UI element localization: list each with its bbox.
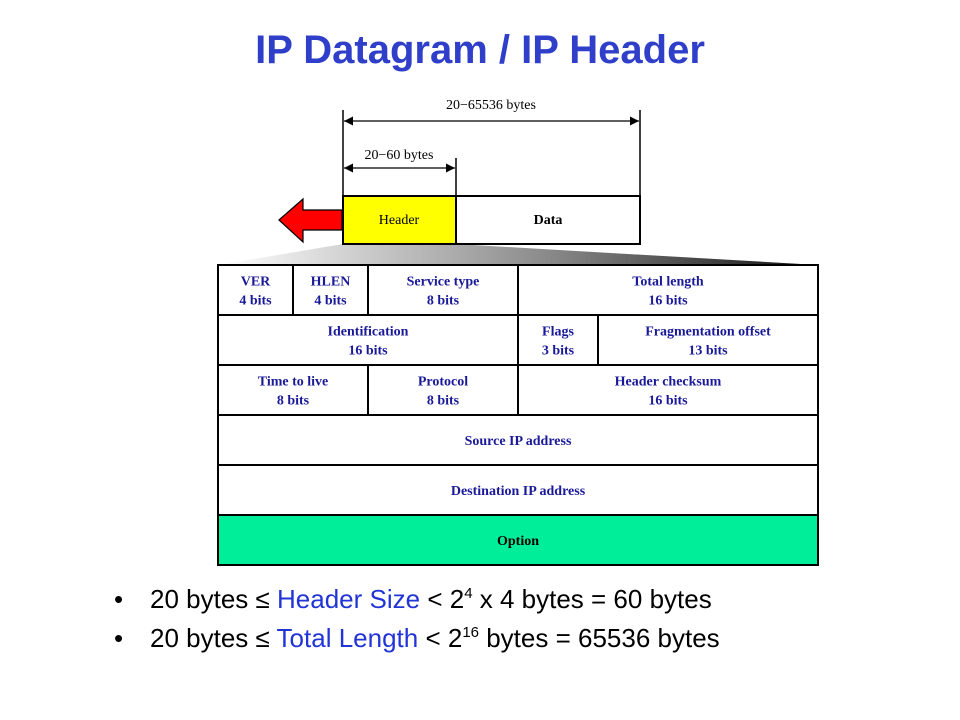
bullet-exponent: 4 — [464, 585, 473, 602]
field-option-label: Option — [497, 534, 539, 549]
bullet-exponent: 16 — [462, 624, 479, 641]
field-source-label: Source IP address — [465, 434, 572, 449]
field-flags-box — [517, 314, 599, 366]
header-fields: VER 4 bits HLEN 4 bits Service type 8 bits Tot… — [217, 264, 819, 566]
bullet-header-size: • 20 bytes ≤ Header Size < 24 x 4 bytes … — [110, 584, 870, 615]
field-flags-size: 3 bits — [542, 344, 575, 359]
page-title: IP Datagram / IP Header — [255, 28, 705, 72]
dimension-annotations: 20−65536 bytes 20−60 bytes — [342, 98, 641, 196]
field-protocol-label: Protocol — [418, 375, 468, 390]
data-box-label: Data — [534, 213, 563, 228]
field-checksum-label: Header checksum — [615, 375, 722, 390]
field-total-length-size: 16 bits — [648, 294, 688, 309]
field-protocol-size: 8 bits — [427, 394, 460, 409]
field-ver-size: 4 bits — [239, 294, 272, 309]
field-flags-label: Flags — [542, 325, 574, 340]
header-size-label: 20−60 bytes — [365, 148, 434, 163]
bullet-text: < 2 — [420, 584, 465, 614]
field-checksum-box — [517, 364, 819, 416]
header-box — [342, 195, 457, 245]
field-hlen-label: HLEN — [311, 275, 351, 290]
bullet-text: 20 bytes ≤ — [150, 584, 278, 614]
field-hlen-size: 4 bits — [314, 294, 347, 309]
bullet-dot: • — [114, 584, 124, 614]
field-option-box — [217, 514, 819, 566]
field-service-box — [367, 264, 519, 316]
field-total-length-box — [517, 264, 819, 316]
field-ttl-label: Time to live — [258, 375, 329, 390]
data-box — [455, 195, 641, 245]
bullet-text: < 2 — [418, 623, 463, 653]
field-source-box — [217, 414, 819, 466]
bullet-dot: • — [114, 623, 124, 653]
header-box-label: Header — [379, 213, 420, 228]
field-total-length-label: Total length — [632, 275, 704, 290]
bullet-highlight: Total Length — [276, 623, 419, 653]
left-arrow-icon — [278, 197, 343, 244]
field-identification-box — [217, 314, 519, 366]
field-frag-offset-size: 13 bits — [688, 344, 728, 359]
total-size-label: 20−65536 bytes — [446, 98, 536, 113]
bullet-text: x 4 bytes = 60 bytes — [472, 584, 712, 614]
expansion-fan — [218, 244, 818, 265]
field-ttl-box — [217, 364, 369, 416]
bullet-list: • 20 bytes ≤ Header Size < 24 x 4 bytes … — [110, 584, 870, 662]
field-destination-label: Destination IP address — [451, 484, 586, 499]
field-ver-label: VER — [241, 275, 271, 290]
field-ttl-size: 8 bits — [277, 394, 310, 409]
field-service-size: 8 bits — [427, 294, 460, 309]
field-checksum-size: 16 bits — [648, 394, 688, 409]
field-identification-size: 16 bits — [348, 344, 388, 359]
bullet-text: 20 bytes ≤ — [150, 623, 277, 653]
bullet-highlight: Header Size — [277, 584, 421, 614]
field-frag-offset-label: Fragmentation offset — [645, 325, 771, 340]
bullet-total-length: • 20 bytes ≤ Total Length < 216 bytes = … — [110, 623, 870, 654]
field-identification-label: Identification — [328, 325, 409, 340]
field-service-label: Service type — [407, 275, 480, 290]
field-destination-box — [217, 464, 819, 516]
bullet-text: bytes = 65536 bytes — [479, 623, 720, 653]
